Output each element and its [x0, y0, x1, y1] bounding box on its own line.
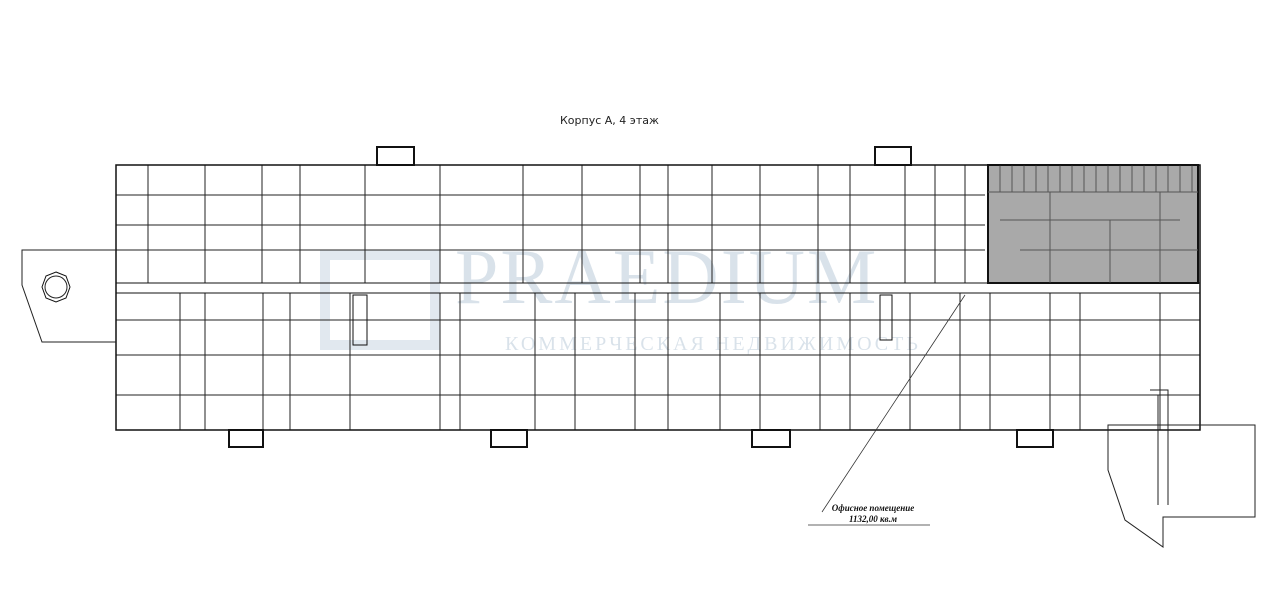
highlighted-office-unit[interactable] — [987, 164, 1199, 284]
highlighted-unit-walls — [988, 165, 1198, 283]
callout-leader — [808, 294, 966, 526]
watermark-logo — [320, 250, 440, 350]
right-annex — [1107, 424, 1256, 548]
callout-name: Офисное помещение — [831, 503, 915, 513]
wall — [988, 191, 1198, 283]
plan-title: Корпус А, 4 этаж — [560, 114, 659, 127]
rotunda-ring — [44, 275, 68, 299]
left-rotunda — [21, 249, 116, 343]
corridor — [116, 282, 1200, 294]
stair-towers — [228, 146, 1054, 448]
room-walls — [116, 165, 1200, 430]
rotunda-octagon — [41, 271, 71, 303]
annex-corridor — [1150, 389, 1169, 505]
office-unit-callout[interactable]: Офисное помещение 1132,00 кв.м — [818, 503, 928, 525]
callout-area: 1132,00 кв.м — [848, 514, 897, 524]
building-outline — [115, 164, 1201, 431]
escalators — [352, 294, 893, 346]
